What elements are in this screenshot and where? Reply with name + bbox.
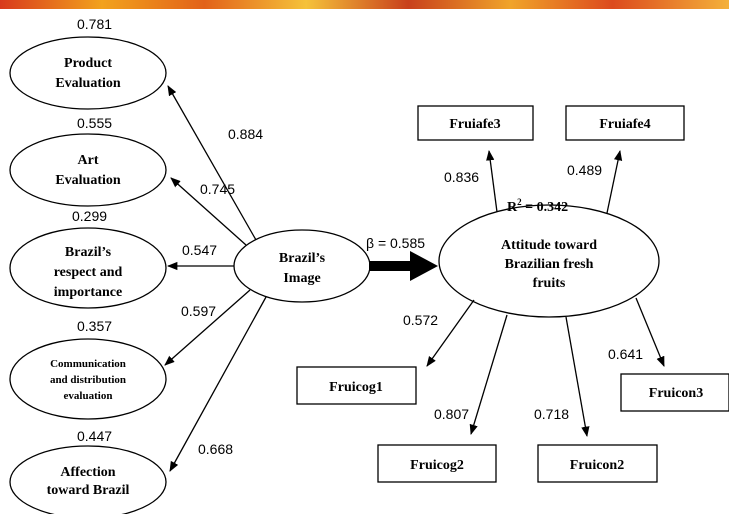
factor-ellipse — [9, 227, 167, 309]
indicator-label: Fruicog2 — [410, 458, 464, 473]
variance-value: 0.781 — [77, 16, 112, 32]
factor-label-line: Evaluation — [55, 76, 121, 91]
path-arrow — [169, 296, 267, 472]
loading-value: 0.836 — [444, 169, 479, 185]
loading-value: 0.489 — [567, 162, 602, 178]
factor-communication: Communication and distribution evaluatio… — [9, 338, 167, 420]
factor-label-line: evaluation — [64, 390, 113, 402]
factor-art-evaluation: Art Evaluation — [9, 133, 167, 207]
factor-label-line: respect and — [54, 265, 123, 280]
indicator-box — [296, 366, 417, 405]
path-arrow — [170, 177, 247, 246]
factor-label-line: Affection — [60, 465, 115, 480]
indicator-label: Fruiafe3 — [449, 117, 500, 132]
decorative-banner — [0, 0, 729, 9]
variance-value: 0.357 — [77, 318, 112, 334]
indicator-label: Fruicon3 — [649, 386, 703, 401]
beta-value: β = 0.585 — [366, 235, 425, 251]
path-arrow — [469, 314, 508, 435]
path-arrow — [606, 149, 623, 214]
indicator-fruicog2: Fruicog2 — [377, 444, 497, 483]
outcome-ellipse — [438, 204, 660, 318]
indicator-fruiafe3: Fruiafe3 — [417, 105, 534, 141]
loading-value: 0.668 — [198, 441, 233, 457]
factor-label-line: Communication — [50, 358, 126, 370]
variance-value: 0.299 — [72, 208, 107, 224]
factor-brazils-respect: Brazil’s respect and importance — [9, 227, 167, 309]
indicator-fruicon3: Fruicon3 — [620, 373, 729, 412]
loading-value: 0.718 — [534, 406, 569, 422]
indicator-box — [620, 373, 729, 412]
indicator-fruicog1: Fruicog1 — [296, 366, 417, 405]
factor-label-line: Product — [64, 56, 112, 71]
indicator-label: Fruiafe4 — [599, 117, 650, 132]
factor-label-line: importance — [54, 285, 122, 300]
central-label-line: Brazil’s — [279, 251, 326, 266]
path-arrow — [635, 297, 665, 367]
factor-label-line: Evaluation — [55, 173, 121, 188]
factor-label-line: Art — [78, 153, 99, 168]
factor-affection: Affection toward Brazil — [9, 445, 167, 514]
outcome-attitude-toward-fruits: Attitude toward Brazilian fresh fruits — [438, 204, 660, 318]
indicator-box — [377, 444, 497, 483]
path-arrow — [167, 85, 257, 241]
indicator-label: Fruicon2 — [570, 458, 624, 473]
loading-value: 0.884 — [228, 126, 263, 142]
factor-ellipse — [9, 445, 167, 514]
loading-value: 0.807 — [434, 406, 469, 422]
factor-ellipse — [9, 36, 167, 110]
beta-arrow-shaft — [369, 261, 413, 271]
indicator-label: Fruicog1 — [329, 380, 383, 395]
factor-ellipse — [9, 133, 167, 207]
indicator-box — [537, 444, 658, 483]
path-arrow — [164, 289, 251, 366]
factor-product-evaluation: Product Evaluation — [9, 36, 167, 110]
beta-arrow — [369, 251, 438, 281]
factor-label-line: toward Brazil — [47, 483, 130, 498]
variance-value: 0.555 — [77, 115, 112, 131]
indicator-box — [565, 105, 685, 141]
factor-label-line: Brazil’s — [65, 245, 112, 260]
factor-label-line: and distribution — [50, 374, 126, 386]
variance-value: 0.447 — [77, 428, 112, 444]
indicator-fruiafe4: Fruiafe4 — [565, 105, 685, 141]
loading-value: 0.745 — [200, 181, 235, 197]
outcome-label-line: Attitude toward — [501, 238, 597, 253]
beta-arrow-head — [410, 251, 438, 281]
indicator-box — [417, 105, 534, 141]
r-squared-label: R2 = 0.342 — [507, 197, 568, 215]
outcome-label-line: fruits — [533, 276, 566, 291]
central-label-line: Image — [283, 271, 320, 286]
central-ellipse — [233, 229, 371, 303]
outcome-label-line: Brazilian fresh — [505, 257, 594, 272]
indicator-fruicon2: Fruicon2 — [537, 444, 658, 483]
loading-value: 0.572 — [403, 312, 438, 328]
loading-value: 0.547 — [182, 242, 217, 258]
central-construct-brazils-image: Brazil’s Image — [233, 229, 371, 303]
path-arrow — [486, 149, 498, 213]
loading-value: 0.641 — [608, 346, 643, 362]
path-arrow — [565, 316, 590, 438]
loading-value: 0.597 — [181, 303, 216, 319]
path-arrow — [426, 299, 475, 367]
factor-ellipse — [9, 338, 167, 420]
